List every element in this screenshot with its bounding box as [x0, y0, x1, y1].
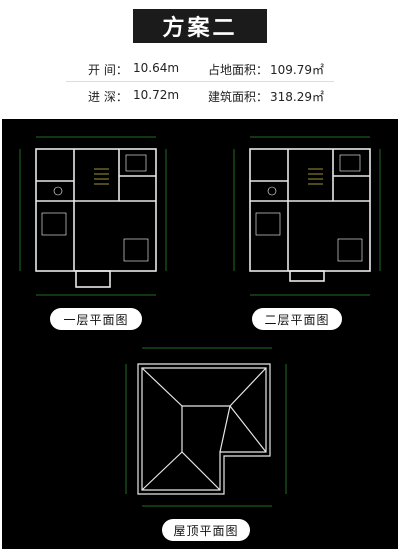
first-floor-label: 一层平面图 [50, 308, 142, 330]
width-label: 开 间： [88, 63, 128, 77]
page-title: 方案二 [133, 9, 267, 43]
build-area-label: 建筑面积： [208, 90, 269, 104]
spec-divider [66, 81, 334, 82]
width-value: 10.64m [133, 61, 180, 75]
blueprint-panel: 一层平面图 二层 [2, 119, 398, 549]
roof-plan-label: 屋顶平面图 [162, 519, 250, 541]
land-area-label: 占地面积： [208, 63, 269, 77]
second-floor-plan [233, 136, 381, 296]
build-area-value: 318.29㎡ [270, 90, 324, 104]
roof-plan [125, 347, 287, 507]
depth-label: 进 深： [88, 90, 128, 104]
second-floor-label: 二层平面图 [252, 308, 342, 330]
land-area-value: 109.79㎡ [270, 63, 324, 77]
spec-panel: 开 间： 10.64m 占地面积： 109.79㎡ 进 深： 10.72m 建筑… [0, 55, 400, 109]
depth-value: 10.72m [133, 88, 180, 102]
first-floor-plan [19, 136, 167, 296]
